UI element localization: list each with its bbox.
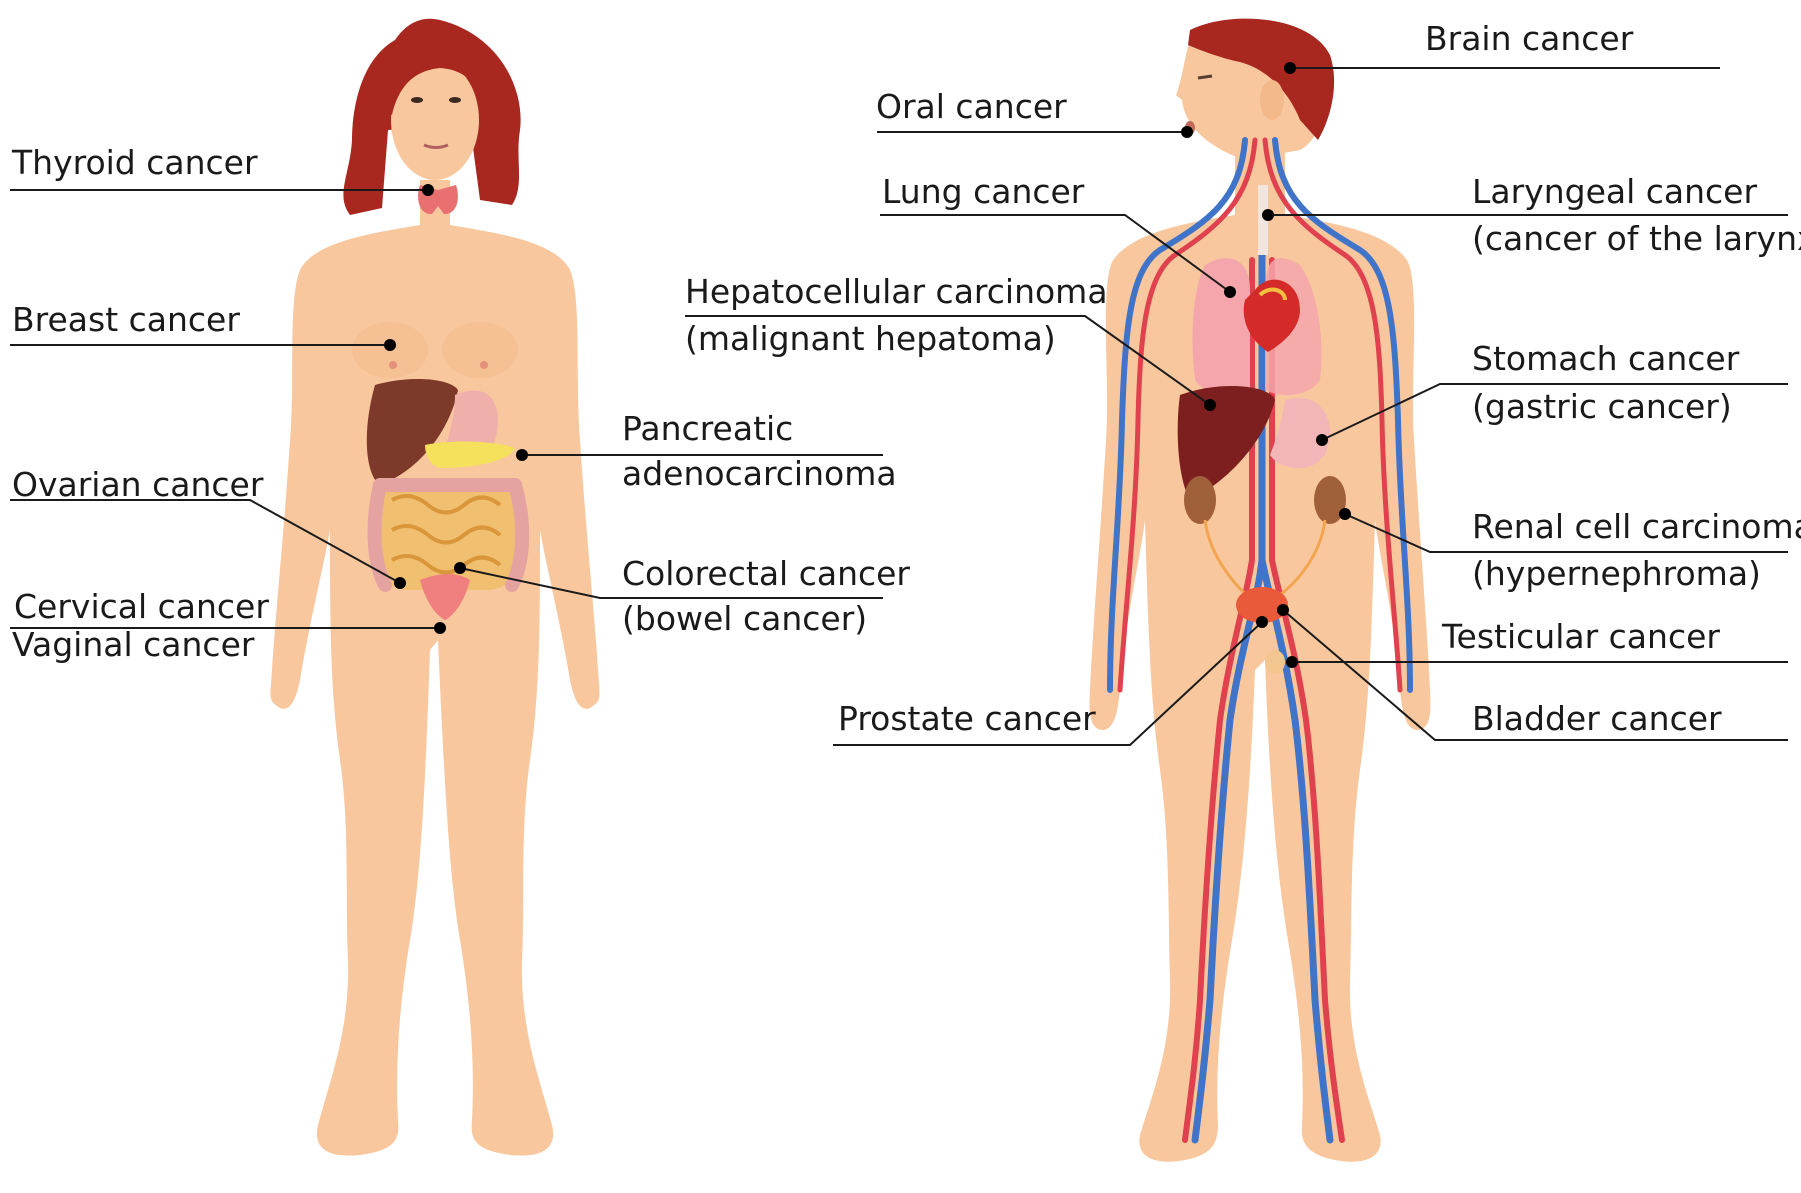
label-brain-cancer: Brain cancer [1425,19,1634,58]
label-renal-line1: Renal cell carcinoma [1472,507,1801,546]
label-laryngeal-line2: (cancer of the larynx) [1472,219,1801,258]
label-hepatocellular-line2: (malignant hepatoma) [685,319,1056,358]
label-hepatocellular-line1: Hepatocellular carcinoma [685,272,1108,311]
label-vaginal-cancer: Vaginal cancer [12,625,255,664]
label-ovarian-cancer: Ovarian cancer [12,465,264,504]
label-testicular-cancer: Testicular cancer [1441,617,1720,656]
label-breast-cancer: Breast cancer [12,300,240,339]
label-colorectal-line2: (bowel cancer) [622,599,867,638]
male-figure [1090,19,1431,1162]
label-renal-line2: (hypernephroma) [1472,554,1761,593]
label-stomach-line1: Stomach cancer [1472,339,1740,378]
label-oral-cancer: Oral cancer [876,87,1067,126]
label-prostate-cancer: Prostate cancer [838,699,1096,738]
label-laryngeal-line1: Laryngeal cancer [1472,172,1757,211]
label-lung-cancer: Lung cancer [882,172,1085,211]
label-thyroid-cancer: Thyroid cancer [11,143,258,182]
label-bladder-cancer: Bladder cancer [1472,699,1722,738]
label-pancreatic-line2: adenocarcinoma [622,454,897,493]
label-stomach-line2: (gastric cancer) [1472,387,1732,426]
label-pancreatic-line1: Pancreatic [622,409,793,448]
label-colorectal-line1: Colorectal cancer [622,554,910,593]
label-cervical-cancer: Cervical cancer [14,587,269,626]
